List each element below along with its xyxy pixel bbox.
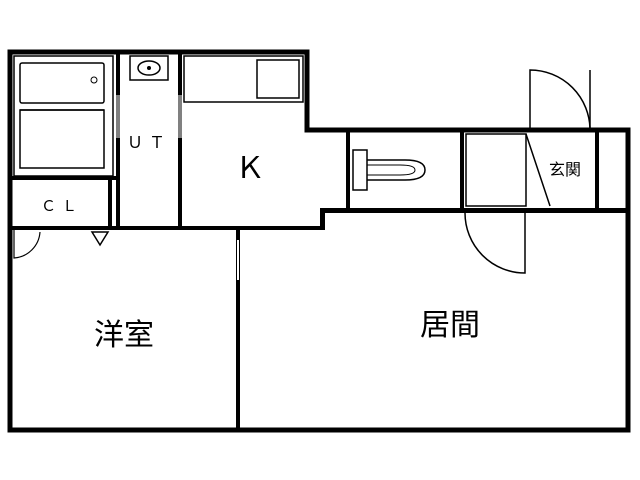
closet-door-icon bbox=[90, 231, 110, 247]
kitchen-counter bbox=[183, 55, 304, 103]
ut-label: ＵＴ bbox=[127, 133, 171, 152]
bathroom bbox=[13, 55, 114, 177]
entrance-cabinet bbox=[465, 133, 527, 207]
living-door-icon bbox=[464, 212, 526, 274]
inner-wall-horizontal bbox=[320, 208, 628, 213]
sink bbox=[129, 55, 169, 81]
closet-wall bbox=[10, 176, 118, 180]
living-room-label: 居間 bbox=[420, 308, 480, 343]
closet-label: ＣＬ bbox=[41, 197, 83, 215]
toilet bbox=[352, 149, 426, 191]
western-room-label: 洋室 bbox=[94, 318, 154, 353]
bathtub bbox=[19, 62, 105, 104]
kitchen-label: Ｋ bbox=[235, 151, 265, 186]
closet-door-swing-icon bbox=[13, 230, 41, 259]
outer-wall bbox=[7, 49, 631, 433]
entrance-label: 玄関 bbox=[549, 160, 581, 179]
entrance-door-icon bbox=[529, 69, 591, 131]
